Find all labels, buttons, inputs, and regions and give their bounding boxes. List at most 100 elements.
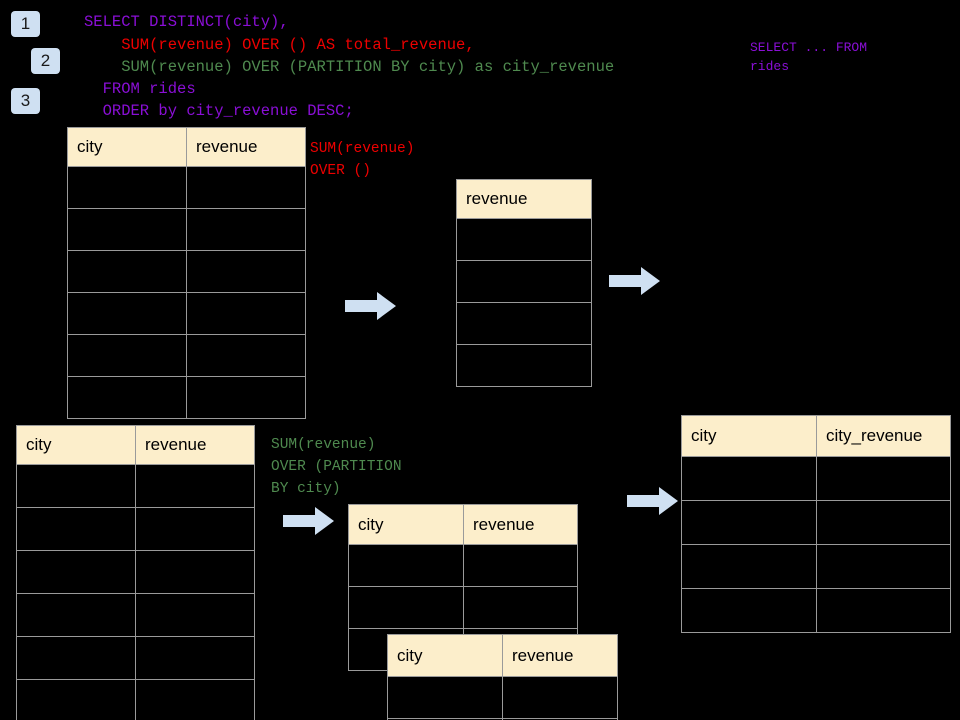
cell-city — [681, 500, 817, 545]
cell-city — [67, 376, 187, 419]
column-header-city: city — [387, 634, 503, 677]
table-row — [681, 456, 951, 501]
cell-city — [67, 250, 187, 293]
column-header-revenue: revenue — [502, 634, 618, 677]
cell-revenue — [135, 550, 255, 594]
sql-line-select-distinct: SELECT DISTINCT(city), — [84, 13, 289, 31]
cell-city — [16, 636, 136, 680]
cell-city — [16, 507, 136, 551]
table-row — [67, 250, 306, 293]
table-header-row: city revenue — [67, 127, 306, 167]
table-row — [456, 260, 592, 303]
cell-city — [16, 550, 136, 594]
column-header-city: city — [681, 415, 817, 457]
cell-city — [67, 208, 187, 251]
column-header-revenue: revenue — [186, 127, 306, 167]
cell-city-revenue — [816, 456, 951, 501]
cell-revenue — [186, 376, 306, 419]
cell-city-revenue — [816, 544, 951, 589]
cell-revenue — [135, 593, 255, 637]
cell-revenue — [502, 718, 618, 720]
annotation-sum-over-empty: SUM(revenue) OVER () — [310, 141, 415, 179]
table-row — [681, 500, 951, 545]
table-row — [67, 166, 306, 209]
cell-city-revenue — [816, 500, 951, 545]
table-partition-group-front: city revenue — [387, 634, 618, 720]
column-header-city: city — [16, 425, 136, 465]
cell-city — [67, 166, 187, 209]
cell-revenue — [186, 292, 306, 335]
step-badge-2: 2 — [31, 48, 60, 74]
cell-city — [348, 544, 464, 587]
cell-revenue — [135, 507, 255, 551]
table-row — [16, 593, 255, 637]
table-row — [456, 302, 592, 345]
sql-line-total-revenue: SUM(revenue) OVER () AS total_revenue, — [84, 36, 475, 54]
table-final-result: city city_revenue — [681, 415, 951, 633]
column-header-revenue: revenue — [463, 504, 578, 545]
table-rides-source-bottom: city revenue — [16, 425, 255, 720]
cell-revenue — [463, 586, 578, 629]
table-row — [456, 344, 592, 387]
table-row — [681, 588, 951, 633]
cell-city — [681, 588, 817, 633]
cell-city — [387, 676, 503, 719]
table-row — [67, 292, 306, 335]
table-row — [16, 679, 255, 720]
cell-revenue — [502, 676, 618, 719]
table-header-row: revenue — [456, 179, 592, 219]
cell-city — [67, 292, 187, 335]
table-row — [16, 636, 255, 680]
cell-revenue — [456, 260, 592, 303]
table-row — [67, 334, 306, 377]
cell-revenue — [456, 344, 592, 387]
cell-revenue — [456, 218, 592, 261]
sql-line-from-rides: FROM rides — [84, 80, 196, 98]
table-header-row: city revenue — [387, 634, 618, 677]
cell-revenue — [135, 464, 255, 508]
sql-line-order-by: ORDER by city_revenue DESC; — [84, 102, 354, 120]
cell-revenue — [135, 636, 255, 680]
column-header-revenue: revenue — [135, 425, 255, 465]
table-row — [387, 718, 618, 720]
cell-revenue — [186, 166, 306, 209]
cell-revenue — [456, 302, 592, 345]
annotation-sum-over-partition: SUM(revenue) OVER (PARTITION BY city) — [271, 437, 402, 497]
table-row — [67, 208, 306, 251]
arrow-source-to-total — [345, 292, 396, 320]
cell-city — [67, 334, 187, 377]
column-header-city: city — [348, 504, 464, 545]
sql-line-city-revenue: SUM(revenue) OVER (PARTITION BY city) as… — [84, 58, 615, 76]
table-header-row: city revenue — [348, 504, 578, 545]
table-row — [67, 376, 306, 419]
step-badge-1: 1 — [11, 11, 40, 37]
table-row — [16, 507, 255, 551]
cell-city — [348, 586, 464, 629]
table-row — [16, 550, 255, 594]
step-badge-3: 3 — [11, 88, 40, 114]
table-rides-source-top: city revenue — [67, 127, 306, 419]
table-row — [681, 544, 951, 589]
table-row — [348, 586, 578, 629]
cell-revenue — [463, 544, 578, 587]
table-row — [348, 544, 578, 587]
arrow-partition-to-result — [627, 487, 678, 515]
arrow-total-to-select — [609, 267, 660, 295]
cell-city — [681, 544, 817, 589]
cell-city — [681, 456, 817, 501]
cell-city-revenue — [816, 588, 951, 633]
table-row — [387, 676, 618, 719]
cell-revenue — [186, 334, 306, 377]
column-header-city: city — [67, 127, 187, 167]
cell-revenue — [135, 679, 255, 720]
arrow-source-to-partition — [283, 507, 334, 535]
table-total-revenue: revenue — [456, 179, 592, 387]
column-header-revenue: revenue — [456, 179, 592, 219]
column-header-city-revenue: city_revenue — [816, 415, 951, 457]
cell-city — [16, 593, 136, 637]
table-row — [16, 464, 255, 508]
cell-revenue — [186, 250, 306, 293]
cell-revenue — [186, 208, 306, 251]
cell-city — [16, 679, 136, 720]
